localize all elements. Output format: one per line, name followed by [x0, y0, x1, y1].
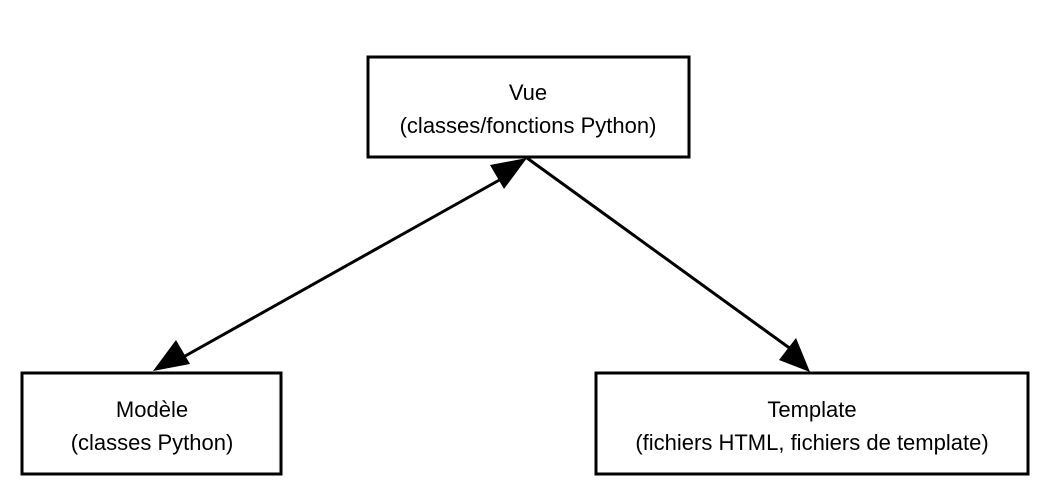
- node-template-box: [594, 371, 1030, 476]
- node-modele-box: [20, 371, 283, 476]
- edge-vue-template: [526, 156, 810, 372]
- node-template-subtitle: (fichiers HTML, fichiers de template): [635, 430, 988, 455]
- edge-vue-modele: [153, 158, 527, 371]
- node-modele-subtitle: (classes Python): [71, 430, 234, 455]
- arrowhead-to-template: [779, 338, 810, 372]
- node-vue-box: [366, 55, 691, 159]
- arrowhead-to-vue: [490, 158, 527, 189]
- edge-vue-modele-line: [177, 176, 504, 362]
- node-modele-title: Modèle: [116, 397, 188, 422]
- node-template-title: Template: [767, 397, 856, 422]
- arrowhead-to-modele: [153, 340, 190, 371]
- node-template: Template (fichiers HTML, fichiers de tem…: [594, 371, 1030, 476]
- node-vue: Vue (classes/fonctions Python): [366, 55, 691, 159]
- node-modele: Modèle (classes Python): [20, 371, 283, 476]
- edge-vue-template-line: [526, 156, 796, 354]
- node-vue-subtitle: (classes/fonctions Python): [400, 113, 657, 138]
- node-vue-title: Vue: [509, 80, 547, 105]
